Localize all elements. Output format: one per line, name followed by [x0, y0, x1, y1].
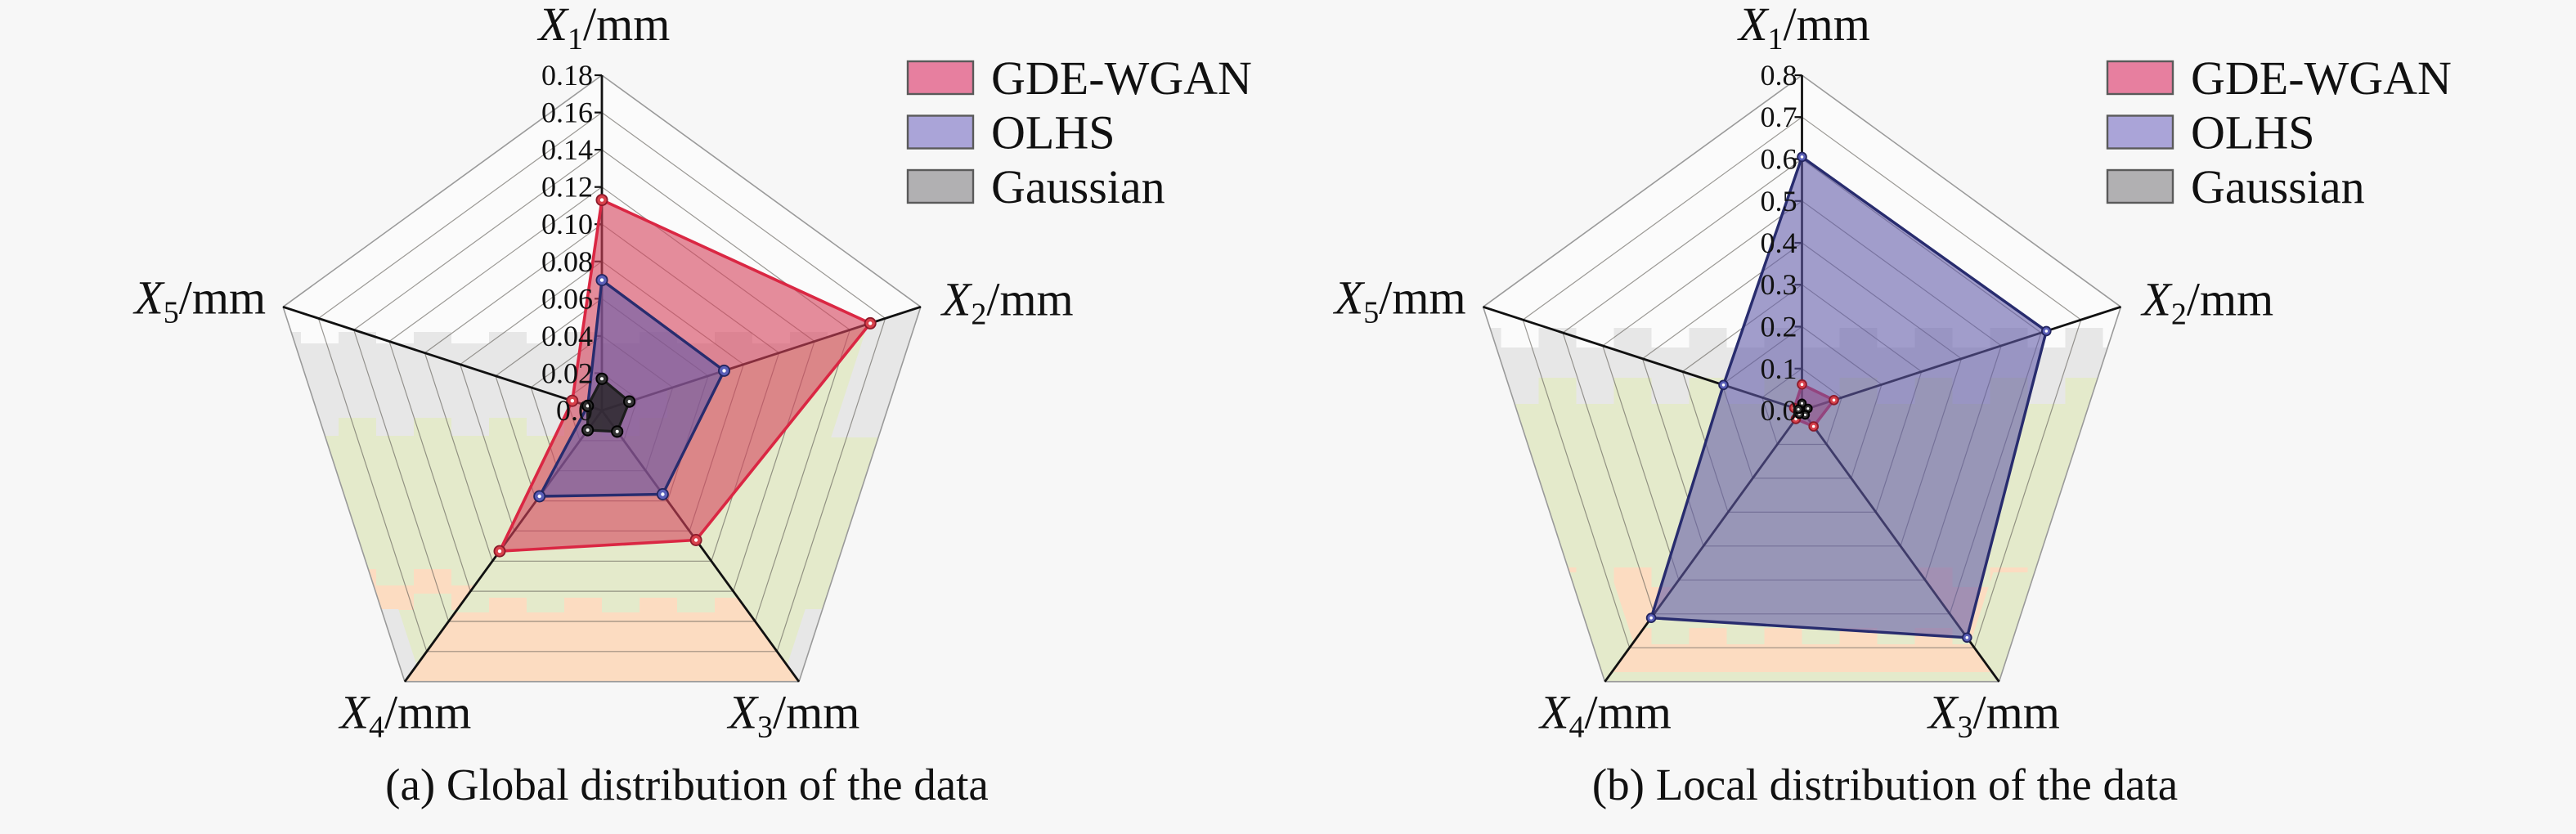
svg-text:0.0: 0.0: [1761, 394, 1797, 427]
svg-text:0.8: 0.8: [1761, 59, 1797, 92]
svg-text:X3/mm: X3/mm: [727, 686, 860, 745]
svg-text:GDE-WGAN: GDE-WGAN: [991, 52, 1252, 105]
svg-text:X2/mm: X2/mm: [940, 272, 1074, 331]
svg-text:0.7: 0.7: [1761, 101, 1797, 133]
svg-text:0.5: 0.5: [1761, 185, 1797, 217]
svg-text:0.4: 0.4: [1761, 226, 1797, 259]
svg-text:0.06: 0.06: [541, 282, 593, 315]
svg-text:0.18: 0.18: [541, 59, 593, 92]
svg-text:X5/mm: X5/mm: [132, 271, 266, 330]
svg-text:(b) Local distribution of the: (b) Local distribution of the data: [1592, 760, 2178, 809]
svg-text:(a) Global distribution of the: (a) Global distribution of the data: [385, 760, 989, 809]
svg-text:X1/mm: X1/mm: [537, 0, 671, 56]
svg-text:0.2: 0.2: [1761, 311, 1797, 343]
svg-text:GDE-WGAN: GDE-WGAN: [2191, 52, 2452, 105]
svg-text:0.1: 0.1: [1761, 352, 1797, 385]
svg-text:X5/mm: X5/mm: [1333, 271, 1466, 330]
svg-text:0.6: 0.6: [1761, 143, 1797, 176]
svg-text:X2/mm: X2/mm: [2140, 272, 2273, 331]
svg-text:X4/mm: X4/mm: [1538, 686, 1672, 745]
svg-text:0.08: 0.08: [541, 245, 593, 278]
svg-text:X4/mm: X4/mm: [339, 686, 472, 745]
svg-text:Gaussian: Gaussian: [991, 160, 1165, 213]
svg-text:0.10: 0.10: [541, 208, 593, 240]
svg-text:0.16: 0.16: [541, 96, 593, 129]
svg-text:X3/mm: X3/mm: [1927, 686, 2060, 745]
svg-text:0.04: 0.04: [541, 320, 593, 352]
svg-text:0.02: 0.02: [541, 356, 593, 389]
svg-text:OLHS: OLHS: [2191, 106, 2314, 159]
svg-text:X1/mm: X1/mm: [1737, 0, 1870, 56]
svg-text:OLHS: OLHS: [991, 106, 1115, 159]
svg-text:0.12: 0.12: [541, 171, 593, 204]
svg-text:0.0: 0.0: [556, 394, 593, 427]
svg-text:0.3: 0.3: [1761, 268, 1797, 301]
svg-text:0.14: 0.14: [541, 133, 593, 166]
svg-text:Gaussian: Gaussian: [2191, 160, 2365, 213]
